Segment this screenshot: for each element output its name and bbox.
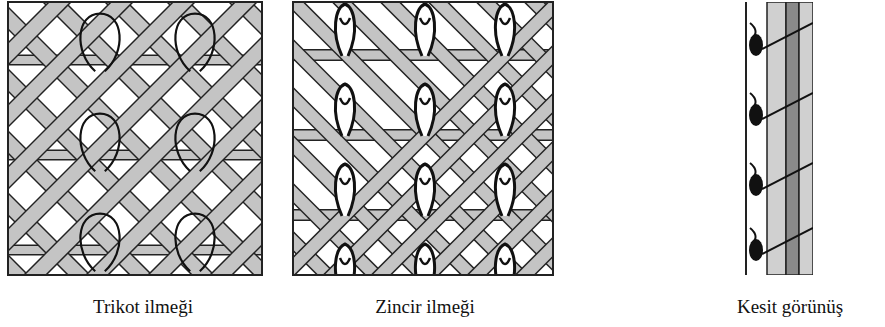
loop-section [750, 163, 756, 179]
caption-label: Trikot ilmeği [91, 296, 195, 318]
chain-loop [420, 98, 430, 104]
chain-loop [420, 18, 430, 24]
yarn-band [8, 258, 262, 275]
yarn-band-edge [8, 258, 262, 275]
chain-loop [500, 98, 510, 104]
yarn-band-edge [8, 196, 262, 275]
cross-section-drawing [745, 2, 813, 275]
chain-loop [500, 178, 510, 184]
loop-section [749, 239, 763, 261]
chain-loop [420, 258, 430, 264]
yarn-line [762, 228, 813, 254]
stitch-loop [175, 14, 214, 72]
chain-loop [340, 258, 350, 264]
chain-loop [335, 244, 354, 275]
chain-loop [495, 4, 514, 56]
yarn-band [8, 72, 262, 275]
panel-border [8, 2, 262, 275]
chain-loop [420, 178, 430, 184]
yarn-band [293, 132, 553, 275]
chain-loop [335, 4, 354, 56]
chain-loop [500, 258, 510, 264]
chain-loop [340, 178, 350, 184]
yarn-band-edge [8, 134, 262, 275]
loop-section [749, 34, 763, 56]
yarn-band-edge [293, 132, 553, 275]
yarn-band [8, 196, 262, 275]
chain-loop [415, 164, 434, 216]
layer-strip [786, 2, 799, 275]
yarn-line [762, 93, 813, 119]
chain-stitch-drawing [293, 2, 553, 275]
yarn-band-edge [293, 220, 553, 275]
loop-section [749, 174, 763, 196]
yarn-band [293, 124, 553, 275]
chain-loop [500, 18, 510, 24]
loop-section [750, 23, 756, 39]
chain-loop [495, 84, 514, 136]
tricot-stitch-drawing [8, 2, 262, 275]
loop-section [749, 104, 763, 126]
yarn-line [762, 163, 813, 189]
caption-label: Kesit görünüş [735, 296, 845, 318]
yarn-line [762, 23, 813, 49]
caption-label: Zincir ilmeği [373, 296, 477, 318]
yarn-band-edge [8, 72, 262, 275]
stitch-loop [175, 114, 214, 172]
chain-loop [415, 244, 434, 275]
stitch-loop [80, 114, 119, 172]
layer-strip [767, 2, 786, 275]
chain-loop [415, 4, 434, 56]
chain-loop [495, 244, 514, 275]
stitch-loop [80, 14, 119, 72]
yarn-band [8, 134, 262, 275]
chain-loop [340, 18, 350, 24]
chain-loop [335, 84, 354, 136]
chain-loop [415, 84, 434, 136]
chain-loop [495, 164, 514, 216]
loop-column [745, 2, 767, 275]
yarn-band [293, 220, 553, 275]
loop-section [750, 93, 756, 109]
loop-section [750, 228, 756, 244]
chain-loop [340, 98, 350, 104]
stitch-loop [80, 214, 119, 272]
stitch-loop [175, 214, 214, 272]
yarn-band-edge [293, 124, 553, 275]
panel-border [293, 2, 553, 275]
chain-loop [335, 164, 354, 216]
section-edge [745, 2, 747, 275]
